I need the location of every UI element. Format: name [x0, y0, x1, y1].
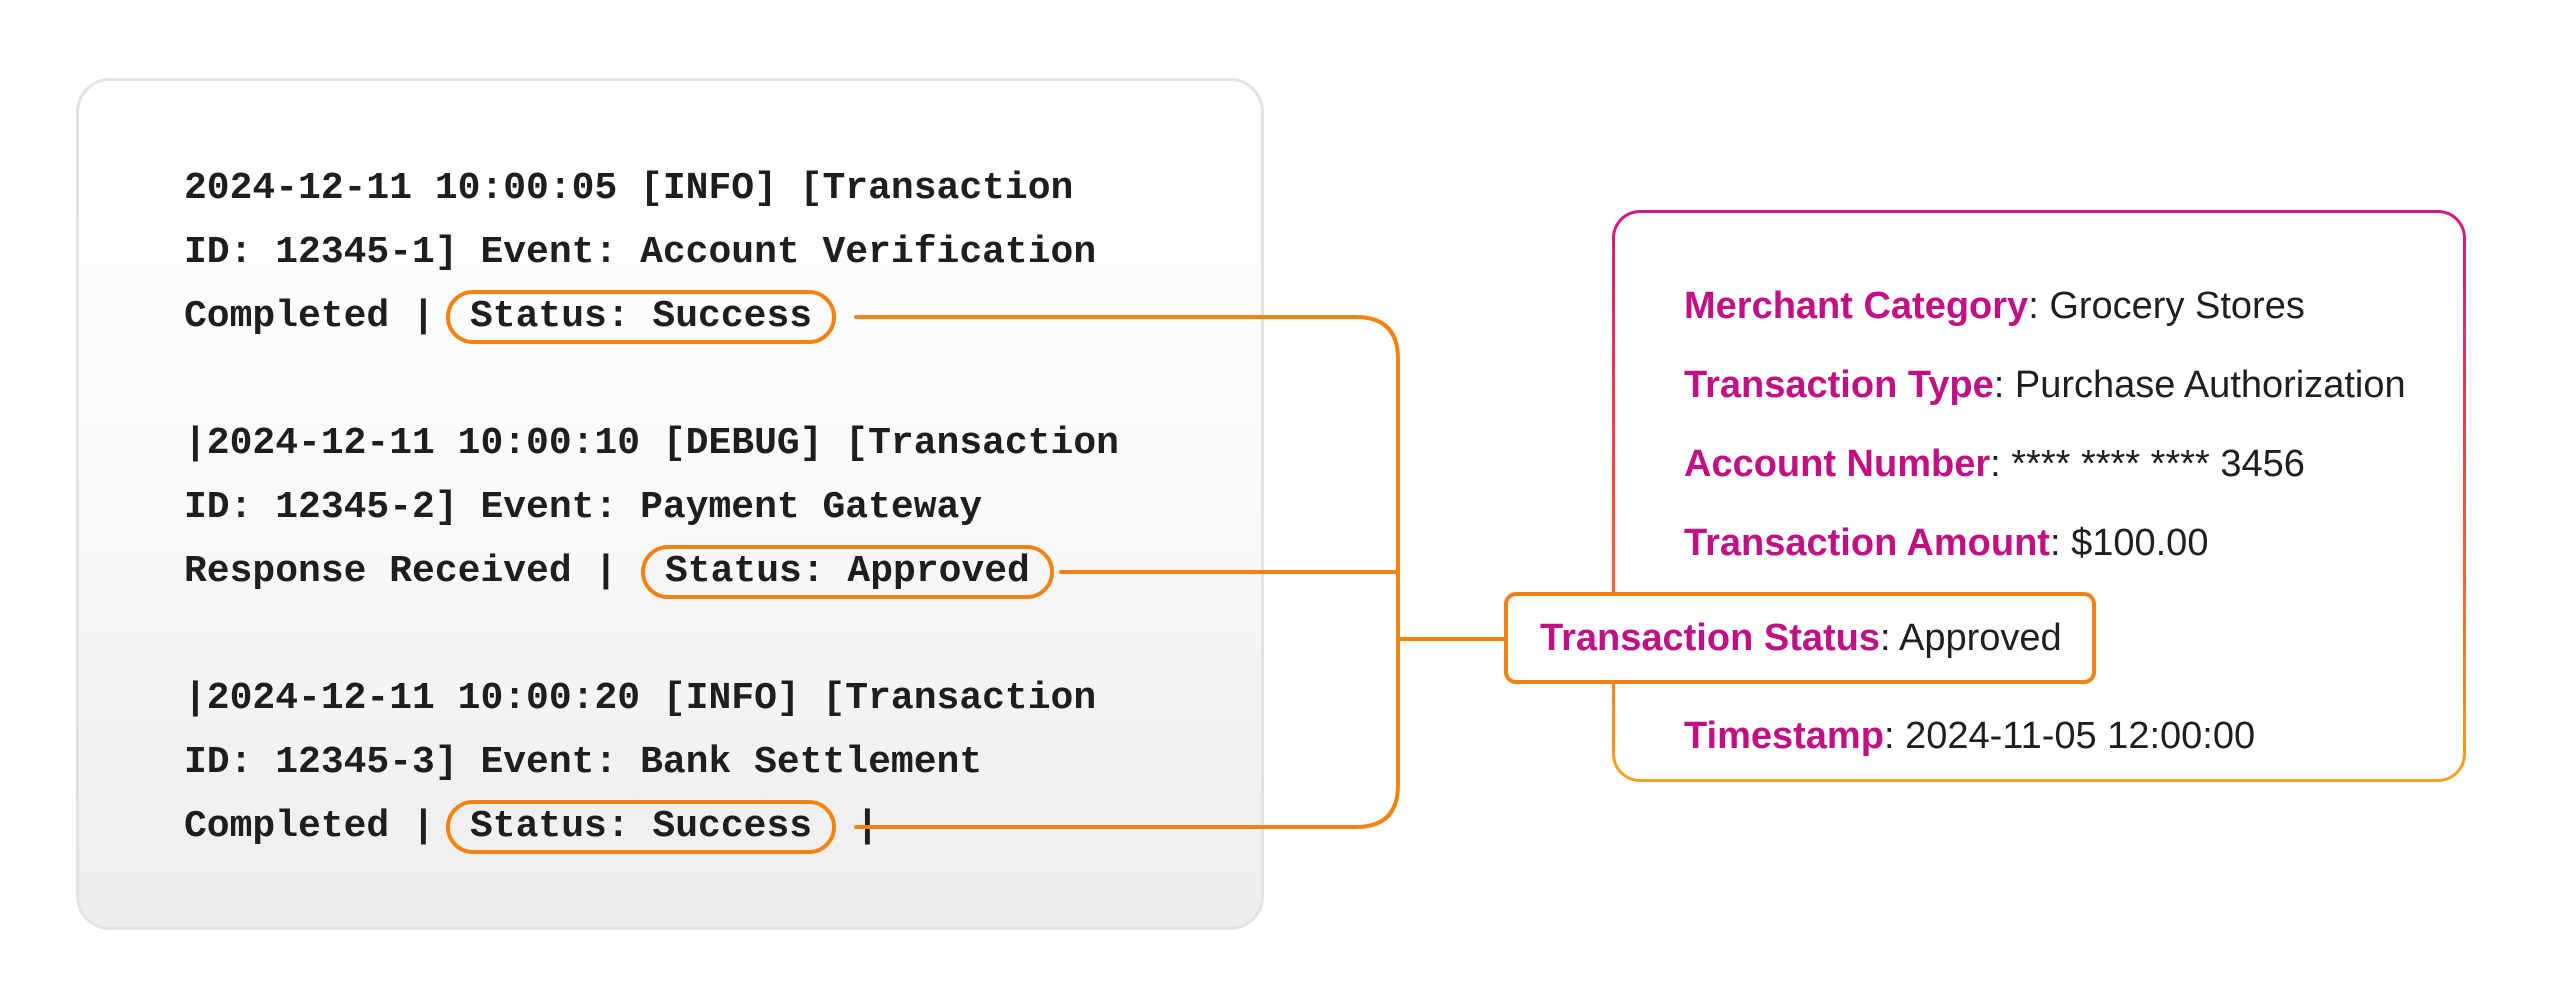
transaction-status-key: Transaction Status — [1540, 617, 1880, 659]
field-account-number-value: **** **** **** 3456 — [2011, 443, 2305, 485]
connector-entry-3 — [854, 637, 1400, 829]
field-account-number-key: Account Number — [1684, 443, 1991, 485]
field-account-number: Account Number: **** **** **** 3456 — [1684, 439, 2305, 489]
log-entry-2-line-1: |2024-12-11 10:00:10 [DEBUG] [Transactio… — [184, 422, 1119, 465]
field-transaction-amount-value: $100.00 — [2071, 522, 2209, 564]
field-account-number-sep: : — [1990, 443, 2012, 485]
field-timestamp-value: 2024-11-05 12:00:00 — [1905, 715, 2256, 757]
transaction-status-value: Approved — [1899, 617, 2062, 659]
log-panel — [76, 78, 1264, 930]
log-entry-3-line-1: |2024-12-11 10:00:20 [INFO] [Transaction — [184, 677, 1097, 720]
status-pill-entry-1: Status: Success — [446, 290, 837, 344]
log-entry-1-line-2: ID: 12345-1] Event: Account Verification — [184, 231, 1097, 274]
log-entry-1-line-1: 2024-12-11 10:00:05 [INFO] [Transaction — [184, 167, 1074, 210]
transaction-status-sep: : — [1879, 617, 1900, 659]
connector-entry-1 — [854, 315, 1400, 641]
status-pill-entry-2: Status: Approved — [641, 545, 1054, 599]
field-merchant-category-sep: : — [2028, 285, 2050, 327]
field-merchant-category-key: Merchant Category — [1684, 285, 2029, 327]
field-transaction-amount: Transaction Amount: $100.00 — [1684, 518, 2208, 568]
field-transaction-amount-sep: : — [2049, 522, 2072, 564]
field-transaction-type-key: Transaction Type — [1684, 364, 1994, 406]
log-entry-2-line-2: ID: 12345-2] Event: Payment Gateway — [184, 486, 983, 529]
log-entry-3-line-3: Completed | — [184, 805, 435, 848]
status-pill-entry-3: Status: Success — [446, 800, 837, 854]
field-merchant-category-value: Grocery Stores — [2049, 285, 2305, 327]
field-transaction-amount-key: Transaction Amount — [1684, 522, 2050, 564]
log-entry-2-line-3: Response Received | — [184, 550, 618, 593]
field-timestamp-key: Timestamp — [1684, 715, 1884, 757]
field-timestamp: Timestamp: 2024-11-05 12:00:00 — [1684, 711, 2255, 761]
field-transaction-type: Transaction Type: Purchase Authorization — [1684, 360, 2406, 410]
transaction-details-card-body — [1615, 213, 2463, 779]
transaction-status-highlight: Transaction Status: Approved — [1504, 592, 2096, 684]
field-transaction-type-sep: : — [1993, 364, 2015, 406]
field-merchant-category: Merchant Category: Grocery Stores — [1684, 281, 2305, 331]
field-timestamp-sep: : — [1883, 715, 1906, 757]
log-entry-3-line-2: ID: 12345-3] Event: Bank Settlement — [184, 741, 983, 784]
transaction-details-card — [1612, 210, 2466, 782]
log-entry-1-line-3: Completed | — [184, 295, 435, 338]
field-transaction-type-value: Purchase Authorization — [2014, 364, 2406, 406]
